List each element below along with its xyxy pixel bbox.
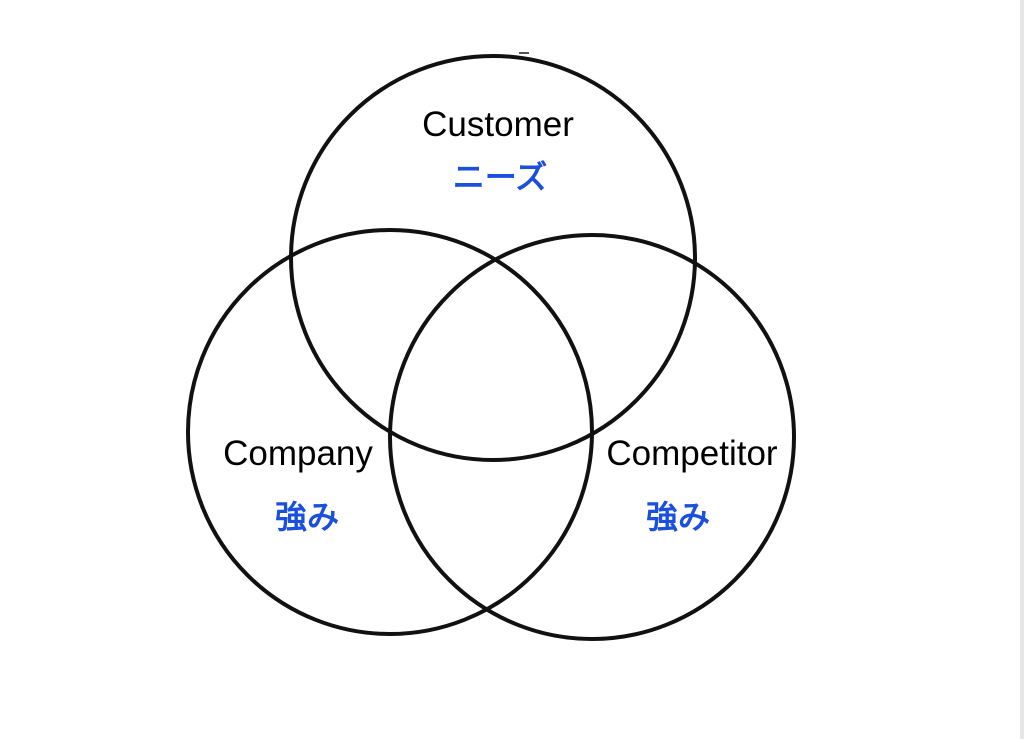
company-circle bbox=[186, 228, 594, 636]
customer-sub-label: ニーズ bbox=[453, 158, 547, 196]
company-label: Company bbox=[223, 434, 373, 473]
company-sub-label: 強み bbox=[275, 498, 339, 536]
customer-label: Customer bbox=[422, 105, 574, 144]
competitor-label: Competitor bbox=[606, 434, 778, 473]
top-mark bbox=[519, 52, 529, 54]
competitor-circle bbox=[388, 233, 796, 641]
competitor-sub-label: 強み bbox=[646, 498, 710, 536]
right-edge-strip bbox=[1020, 0, 1024, 739]
